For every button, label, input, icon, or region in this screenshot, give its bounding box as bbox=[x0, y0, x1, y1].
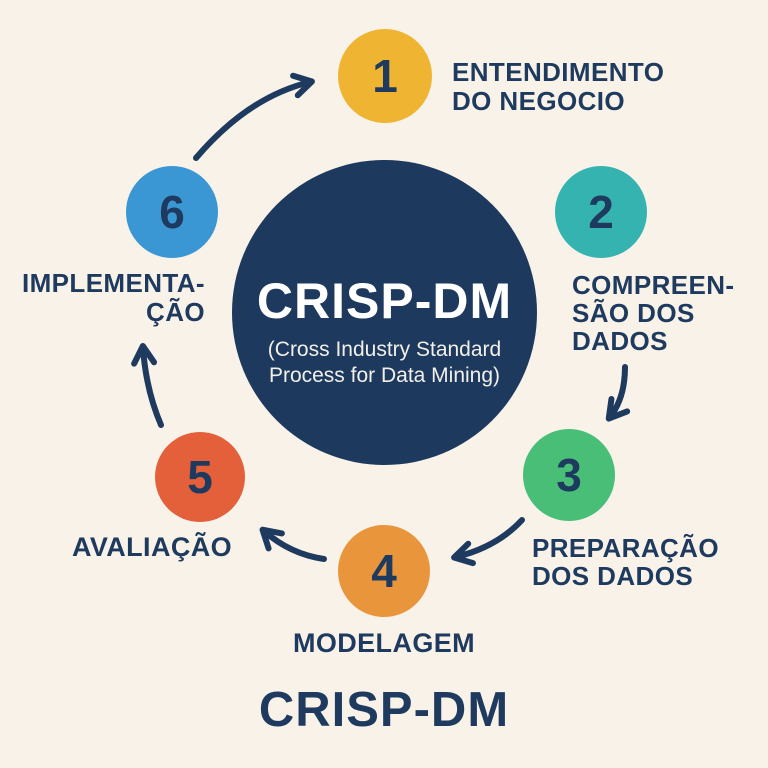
center-circle bbox=[232, 160, 537, 465]
step-1-label: ENTENDIMENTO DO NEGOCIO bbox=[452, 57, 665, 116]
center-subtitle: (Cross Industry Standard Process for Dat… bbox=[267, 338, 502, 387]
step-5-circle: 5 bbox=[155, 432, 245, 522]
step-3-label: PREPARAÇÃO DOS DADOS bbox=[532, 533, 719, 591]
arrow-6-to-1 bbox=[193, 72, 315, 161]
step-6-label: IMPLEMENTA- ÇÃO bbox=[21, 268, 205, 327]
step-2-circle: 2 bbox=[555, 166, 647, 258]
step-2-label: COMPREEN- SÃO DOS DADOS bbox=[572, 270, 735, 356]
step-4-circle: 4 bbox=[338, 525, 430, 617]
step-4-label: MODELAGEM bbox=[292, 628, 476, 658]
footer-title: CRISP-DM bbox=[258, 683, 510, 737]
arrow-4-to-5 bbox=[259, 526, 327, 562]
center-title: CRISP-DM bbox=[256, 273, 513, 329]
step-5-number: 5 bbox=[187, 451, 213, 503]
step-1-circle: 1 bbox=[338, 29, 432, 123]
arrow-2-to-3 bbox=[605, 364, 631, 422]
step-3-circle: 3 bbox=[523, 429, 615, 521]
arrow-5-to-6 bbox=[131, 343, 164, 428]
step-4-number: 4 bbox=[371, 545, 397, 597]
step-2-number: 2 bbox=[588, 186, 614, 238]
step-6-number: 6 bbox=[159, 186, 185, 238]
arrow-3-to-4 bbox=[451, 517, 525, 567]
step-6-circle: 6 bbox=[126, 166, 218, 258]
step-5-label: AVALIAÇÃO bbox=[71, 532, 233, 562]
step-1-number: 1 bbox=[372, 50, 398, 102]
step-3-number: 3 bbox=[556, 449, 582, 501]
